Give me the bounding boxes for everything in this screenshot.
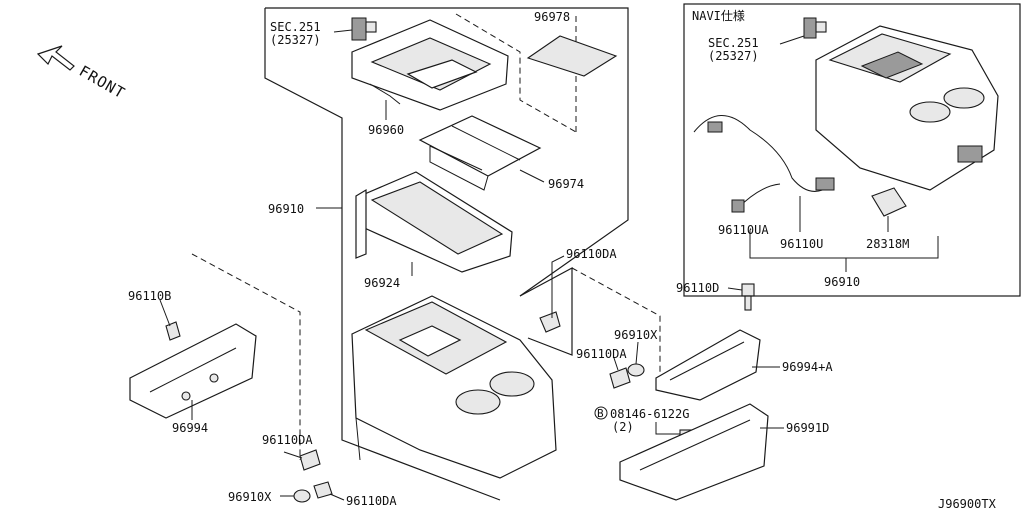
- fastener-96910X-mid: [627, 363, 645, 377]
- leader-96110DA-left: [283, 451, 303, 459]
- navi-label: NAVI仕様: [692, 9, 745, 23]
- callout-96910X-bottom: 96910X: [228, 490, 272, 504]
- callout-sec251-navi-sub: (25327): [708, 49, 759, 63]
- part-96110U-harness: [693, 115, 835, 213]
- callout-96974: 96974: [548, 177, 584, 191]
- callout-96978: 96978: [534, 10, 570, 24]
- callout-96110B: 96110B: [128, 289, 171, 303]
- reference-code: J96900TX: [938, 497, 997, 511]
- callout-96110DA-bottom: 96110DA: [346, 494, 397, 508]
- part-96910-console-body: [351, 295, 557, 479]
- sec251-connector-main: [351, 17, 377, 41]
- part-navi-console-body: [815, 25, 999, 191]
- bolt-marker-b: B: [594, 406, 608, 420]
- main-frame-right: [519, 266, 573, 356]
- leader-sec251: [333, 29, 353, 33]
- callout-96960: 96960: [368, 123, 404, 137]
- leader-sec251-navi: [779, 35, 805, 45]
- part-96924-tray: [355, 171, 513, 273]
- part-96994A-bracket: [655, 329, 761, 401]
- part-28318M-module: [871, 187, 907, 217]
- leader-96910X-mid: [635, 341, 639, 365]
- leader-96974: [519, 169, 545, 183]
- front-arrow-icon: [36, 45, 75, 71]
- callout-28318M: 28318M: [866, 237, 909, 251]
- callout-96994: 96994: [172, 421, 208, 435]
- guide-96994: [191, 253, 301, 460]
- callout-bolt-qty: (2): [612, 420, 634, 434]
- part-96994-bracket: [129, 253, 301, 460]
- callout-96994A: 96994+A: [782, 360, 833, 374]
- leader-96110DA-mid: [613, 357, 619, 371]
- bolt-marker-letter: B: [597, 407, 604, 420]
- callout-96991D: 96991D: [786, 421, 829, 435]
- main-frame-left: [264, 8, 501, 501]
- fastener-96110DA-mid: [609, 367, 631, 389]
- callout-bolt-spec: 08146-6122G: [610, 407, 689, 421]
- callout-96110DA-mid: 96110DA: [576, 347, 627, 361]
- fastener-96110DA-bottom: [313, 481, 333, 499]
- fastener-96910X-bottom: [293, 489, 311, 503]
- leader-navi-group: [749, 230, 939, 259]
- callout-96910X-mid: 96910X: [614, 328, 658, 342]
- fastener-96110DA-left: [299, 449, 321, 471]
- part-96991D-bracket: [619, 403, 769, 501]
- sec251-connector-navi: [803, 17, 827, 39]
- part-96978-pad: [526, 35, 618, 77]
- fastener-96110DA-top: [539, 311, 561, 333]
- main-frame-top: [265, 7, 629, 297]
- callout-sec251-sub: (25327): [270, 33, 321, 47]
- part-96974-bracket: [418, 115, 542, 191]
- callout-96110UA: 96110UA: [718, 223, 769, 237]
- callout-sec251-navi: SEC.251: [708, 36, 759, 50]
- leader-96110B: [159, 299, 171, 327]
- callout-96110U: 96110U: [780, 237, 823, 251]
- callout-96910: 96910: [268, 202, 304, 216]
- guide-right: [571, 267, 661, 390]
- callout-96924: 96924: [364, 276, 400, 290]
- part-96960-lid: [351, 19, 509, 111]
- callout-96110DA-left: 96110DA: [262, 433, 313, 447]
- callout-96910-navi: 96910: [824, 275, 860, 289]
- guide-96978: [455, 13, 577, 133]
- front-label: FRONT: [76, 62, 128, 103]
- callout-sec251: SEC.251: [270, 20, 321, 34]
- callout-96110DA-top: 96110DA: [566, 247, 617, 261]
- leader-96110DA-bottom: [329, 493, 345, 501]
- leader-96110D: [727, 287, 743, 291]
- callout-96110D: 96110D: [676, 281, 719, 295]
- fastener-96110D: [741, 283, 755, 311]
- navi-variant-box: [683, 3, 1021, 297]
- leader-bolt: [655, 422, 680, 435]
- leader-96110DA-top: [551, 255, 565, 318]
